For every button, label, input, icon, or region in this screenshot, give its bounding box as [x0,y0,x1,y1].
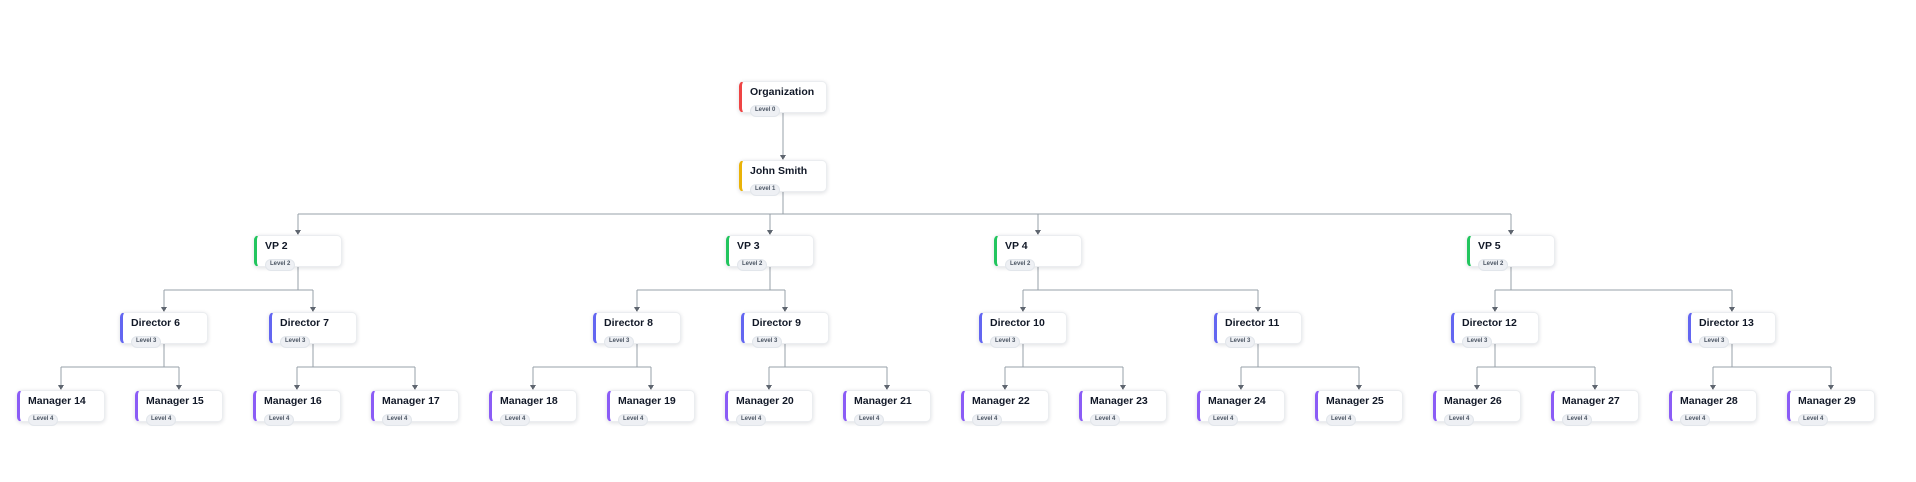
org-node-manager-27[interactable]: Manager 27 Level 4 [1551,390,1639,426]
org-node-manager-16[interactable]: Manager 16 Level 4 [253,390,341,426]
org-node-director-9[interactable]: Director 9 Level 3 [741,312,829,348]
node-title: Director 13 [1699,317,1754,329]
node-level-badge: Level 4 [264,413,295,426]
node-level-badge: Level 3 [280,335,311,348]
node-title: Director 9 [752,317,802,329]
node-level-badge: Level 4 [382,413,413,426]
node-level-badge: Level 4 [146,413,177,426]
node-title: Director 8 [604,317,654,329]
node-level-badge: Level 3 [604,335,635,348]
node-title: Manager 21 [854,395,912,407]
org-node-director-7[interactable]: Director 7 Level 3 [269,312,357,348]
node-level-badge: Level 3 [990,335,1021,348]
node-title: Director 12 [1462,317,1517,329]
org-node-manager-19[interactable]: Manager 19 Level 4 [607,390,695,426]
org-node-vp-4[interactable]: VP 4 Level 2 [994,235,1082,271]
node-level-badge: Level 3 [1699,335,1730,348]
node-level-badge: Level 3 [1225,335,1256,348]
node-title: VP 4 [1005,240,1028,252]
node-title: Manager 14 [28,395,86,407]
org-node-manager-17[interactable]: Manager 17 Level 4 [371,390,459,426]
org-node-manager-18[interactable]: Manager 18 Level 4 [489,390,577,426]
node-level-badge: Level 2 [265,258,296,271]
org-node-director-6[interactable]: Director 6 Level 3 [120,312,208,348]
node-title: Manager 20 [736,395,794,407]
node-title: Manager 17 [382,395,440,407]
node-title: Manager 23 [1090,395,1148,407]
node-level-badge: Level 4 [28,413,59,426]
node-level-badge: Level 0 [750,104,781,117]
node-title: Manager 28 [1680,395,1738,407]
node-title: Manager 25 [1326,395,1384,407]
org-node-manager-21[interactable]: Manager 21 Level 4 [843,390,931,426]
node-title: Director 6 [131,317,181,329]
node-title: VP 2 [265,240,288,252]
node-title: Director 7 [280,317,330,329]
org-node-vp-2[interactable]: VP 2 Level 2 [254,235,342,271]
node-level-badge: Level 4 [736,413,767,426]
org-node-manager-14[interactable]: Manager 14 Level 4 [17,390,105,426]
node-title: Manager 24 [1208,395,1266,407]
org-node-manager-25[interactable]: Manager 25 Level 4 [1315,390,1403,426]
node-level-badge: Level 4 [618,413,649,426]
node-level-badge: Level 2 [737,258,768,271]
node-title: Manager 16 [264,395,322,407]
node-title: Director 11 [1225,317,1280,329]
node-level-badge: Level 1 [750,183,781,196]
org-node-vp-5[interactable]: VP 5 Level 2 [1467,235,1555,271]
node-level-badge: Level 2 [1478,258,1509,271]
node-title: VP 5 [1478,240,1501,252]
node-level-badge: Level 4 [1090,413,1121,426]
node-level-badge: Level 4 [1326,413,1357,426]
org-node-director-12[interactable]: Director 12 Level 3 [1451,312,1539,348]
node-level-badge: Level 4 [1444,413,1475,426]
node-level-badge: Level 3 [1462,335,1493,348]
org-node-director-13[interactable]: Director 13 Level 3 [1688,312,1776,348]
node-title: VP 3 [737,240,760,252]
node-title: Manager 26 [1444,395,1502,407]
node-title: Manager 22 [972,395,1030,407]
node-level-badge: Level 3 [752,335,783,348]
node-title: Manager 15 [146,395,204,407]
org-node-manager-23[interactable]: Manager 23 Level 4 [1079,390,1167,426]
org-node-manager-22[interactable]: Manager 22 Level 4 [961,390,1049,426]
node-title: John Smith [750,165,808,177]
org-node-director-11[interactable]: Director 11 Level 3 [1214,312,1302,348]
org-node-manager-15[interactable]: Manager 15 Level 4 [135,390,223,426]
node-title: Manager 29 [1798,395,1856,407]
org-node-manager-26[interactable]: Manager 26 Level 4 [1433,390,1521,426]
node-level-badge: Level 4 [500,413,531,426]
node-title: Manager 27 [1562,395,1620,407]
node-level-badge: Level 4 [854,413,885,426]
node-level-badge: Level 4 [972,413,1003,426]
node-level-badge: Level 4 [1562,413,1593,426]
org-node-director-8[interactable]: Director 8 Level 3 [593,312,681,348]
org-node-manager-28[interactable]: Manager 28 Level 4 [1669,390,1757,426]
node-title: Organization [750,86,815,98]
org-node-manager-29[interactable]: Manager 29 Level 4 [1787,390,1875,426]
node-level-badge: Level 4 [1208,413,1239,426]
org-node-manager-24[interactable]: Manager 24 Level 4 [1197,390,1285,426]
node-level-badge: Level 4 [1798,413,1829,426]
node-title: Manager 19 [618,395,676,407]
org-node-vp-3[interactable]: VP 3 Level 2 [726,235,814,271]
node-title: Manager 18 [500,395,558,407]
org-node-director-10[interactable]: Director 10 Level 3 [979,312,1067,348]
node-level-badge: Level 2 [1005,258,1036,271]
org-node-manager-20[interactable]: Manager 20 Level 4 [725,390,813,426]
node-level-badge: Level 3 [131,335,162,348]
node-title: Director 10 [990,317,1045,329]
node-level-badge: Level 4 [1680,413,1711,426]
